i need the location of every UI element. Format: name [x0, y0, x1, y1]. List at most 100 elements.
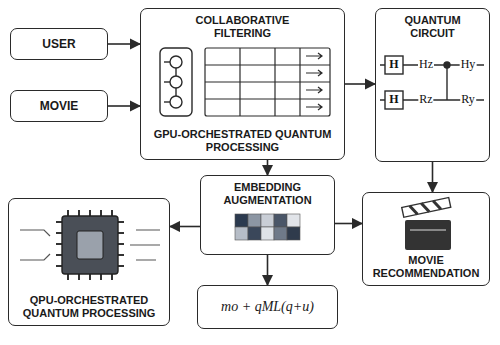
chip-pin	[78, 274, 80, 280]
gate-label: H	[388, 93, 399, 106]
arrow-connector	[432, 162, 434, 192]
network-neuron	[170, 56, 182, 68]
row-arrow	[306, 70, 322, 76]
chip-pin	[118, 265, 124, 267]
clapperboard-icon	[402, 197, 451, 250]
network-link	[164, 61, 170, 62]
embedding-cell	[235, 214, 248, 227]
input-box: MOVIE	[10, 90, 108, 122]
chip-pin	[100, 210, 102, 216]
network-frame	[160, 48, 192, 116]
control-line	[446, 65, 447, 100]
node-label: MOVIE RECOMMENDATION	[369, 254, 483, 280]
chip-pin	[118, 232, 124, 234]
node-label: EMBEDDING AUGMENTATION	[208, 181, 328, 207]
row-arrow	[306, 104, 322, 110]
network-neuron	[170, 96, 182, 108]
chip-die	[77, 231, 103, 259]
table-rule	[205, 81, 330, 82]
node-label: QPU-ORCHESTRATED QUANTUM PROCESSING	[19, 294, 159, 320]
chip-icon	[20, 210, 160, 280]
table-rule	[274, 48, 275, 116]
qpu-panel: QPU-ORCHESTRATED QUANTUM PROCESSING	[8, 198, 170, 326]
chip-pin	[100, 274, 102, 280]
network-link	[164, 101, 170, 102]
row-arrow	[306, 53, 322, 59]
chip-pin	[118, 221, 124, 223]
network-neuron	[170, 76, 182, 88]
embedding-cell	[261, 227, 274, 240]
table-frame	[205, 48, 330, 116]
node-label: GPU-ORCHESTRATED QUANTUM PROCESSING	[148, 128, 338, 154]
chip-pin	[67, 210, 69, 216]
clapper-board	[405, 220, 451, 250]
chip-body	[62, 216, 118, 274]
network-link	[175, 68, 176, 76]
chip-pin	[67, 274, 69, 280]
chip-pin	[89, 210, 91, 216]
hadamard-gate	[385, 56, 403, 74]
gate-label: Rz	[418, 93, 433, 106]
table-rule	[239, 48, 240, 116]
network-link	[175, 88, 176, 96]
embedding-box: EMBEDDING AUGMENTATION	[200, 175, 335, 255]
clapper-bar	[402, 197, 451, 217]
node-label: MOVIE	[40, 99, 79, 113]
node-label: COLLABORATIVE FILTERING	[183, 14, 303, 40]
output-panel: MOVIE RECOMMENDATION	[362, 192, 490, 286]
chip-pin	[56, 254, 62, 256]
chip-pin	[118, 243, 124, 245]
chip-pin	[78, 210, 80, 216]
gate-label: Hy	[460, 58, 477, 71]
node-label: USER	[42, 37, 75, 51]
clapper-line	[410, 230, 446, 231]
row-arrow	[306, 87, 322, 93]
embedding-cell	[235, 227, 248, 240]
arrow-connector	[108, 43, 140, 45]
chip-pin	[56, 221, 62, 223]
node-label: QUANTUM CIRCUIT	[383, 14, 483, 40]
chip-pin	[89, 274, 91, 280]
embedding-cell	[274, 214, 287, 227]
table-arrows	[306, 53, 322, 110]
embedding-cell	[274, 227, 287, 240]
control-dot	[444, 62, 450, 68]
network-link	[164, 81, 170, 82]
matrix-table	[205, 48, 330, 116]
chip-pin	[56, 265, 62, 267]
embedding-cell	[287, 214, 300, 227]
chip-pin	[56, 243, 62, 245]
embedding-grid	[235, 214, 300, 240]
arrow-connector	[335, 223, 362, 225]
clapper-stripes	[410, 200, 441, 216]
chip-pin	[56, 232, 62, 234]
embedding-cell	[261, 214, 274, 227]
input-box: USER	[10, 28, 108, 60]
network-icon	[160, 48, 192, 116]
chip-pin	[118, 254, 124, 256]
arrow-connector	[170, 226, 200, 228]
table-rule	[299, 48, 300, 116]
chip-pins	[56, 210, 124, 280]
embedding-cell	[248, 227, 261, 240]
process-panel: COLLABORATIVE FILTERING GPU-ORCHESTRATED …	[140, 8, 345, 160]
gate-label: Hz	[418, 58, 434, 71]
chip-pin	[111, 274, 113, 280]
arrow-connector	[267, 255, 269, 285]
arrow-connector	[108, 105, 140, 107]
formula-box: mo + qML(q+u)	[197, 285, 338, 329]
clapper-stick	[402, 197, 451, 217]
gate-label: Ry	[460, 93, 476, 106]
arrow-connector	[267, 160, 269, 175]
table-rule	[205, 64, 330, 65]
embedding-cell	[248, 214, 261, 227]
hadamard-gate	[385, 91, 403, 109]
arrow-connector	[345, 83, 375, 85]
circuit-drawing	[380, 56, 484, 109]
gate-label: H	[388, 58, 399, 71]
chip-traces	[20, 230, 160, 260]
formula-text: mo + qML(q+u)	[221, 299, 314, 316]
embedding-cell	[287, 227, 300, 240]
